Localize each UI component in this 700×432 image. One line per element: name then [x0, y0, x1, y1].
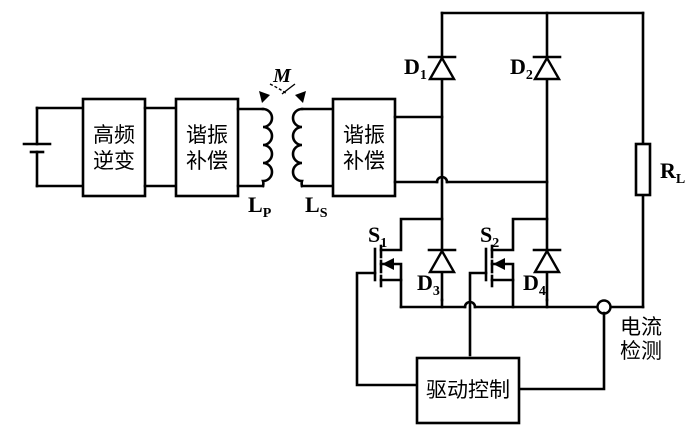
secondary-coil-inductor [291, 107, 335, 188]
d4-label: D4 [523, 270, 546, 299]
current-sensor: 电流 检测 [517, 299, 662, 391]
arrow-right-icon [295, 91, 306, 103]
drive-control-block: 驱动控制 [415, 356, 521, 425]
dc-source-battery [22, 106, 85, 188]
mutual-inductance-label: M [272, 65, 292, 87]
arrow-left-icon [259, 91, 270, 103]
current-sense-label-line2: 检测 [620, 339, 662, 363]
current-sense-label-line1: 电流 [620, 315, 662, 339]
load-resistor-rl: RL [634, 142, 685, 197]
diode-d2: D2 [510, 54, 562, 83]
primary-resonant-compensation-block: 谐振 补偿 [174, 97, 240, 198]
secondary-compensation-label-line2: 补偿 [343, 149, 385, 173]
d3-label: D3 [417, 270, 440, 299]
ls-label: LS [305, 192, 328, 221]
mosfet-s1: S1 [355, 217, 444, 387]
drive-control-label: 驱动控制 [426, 378, 510, 402]
current-sensor-icon [596, 299, 612, 315]
d1-label: D1 [404, 54, 427, 83]
secondary-compensation-label-line1: 谐振 [343, 123, 385, 147]
s2-label: S2 [480, 222, 499, 251]
rl-label: RL [660, 158, 685, 187]
primary-compensation-label-line2: 补偿 [186, 149, 228, 173]
mutual-inductance-arrows: M [259, 65, 306, 103]
s1-label: S1 [368, 222, 387, 251]
diode-d3: D3 [417, 248, 457, 299]
diode-d4: D4 [523, 248, 562, 299]
d2-label: D2 [510, 54, 533, 83]
lp-label: LP [248, 192, 272, 221]
mosfet-s2: S2 [468, 217, 549, 357]
primary-compensation-label-line1: 谐振 [186, 123, 228, 147]
diode-d1: D1 [404, 54, 457, 83]
primary-coil-inductor [236, 107, 274, 188]
inverter-label-line2: 逆变 [93, 149, 135, 173]
high-frequency-inverter-block: 高频 逆变 [81, 97, 147, 198]
inverter-label-line1: 高频 [93, 123, 135, 147]
secondary-resonant-compensation-block: 谐振 补偿 [331, 97, 397, 198]
